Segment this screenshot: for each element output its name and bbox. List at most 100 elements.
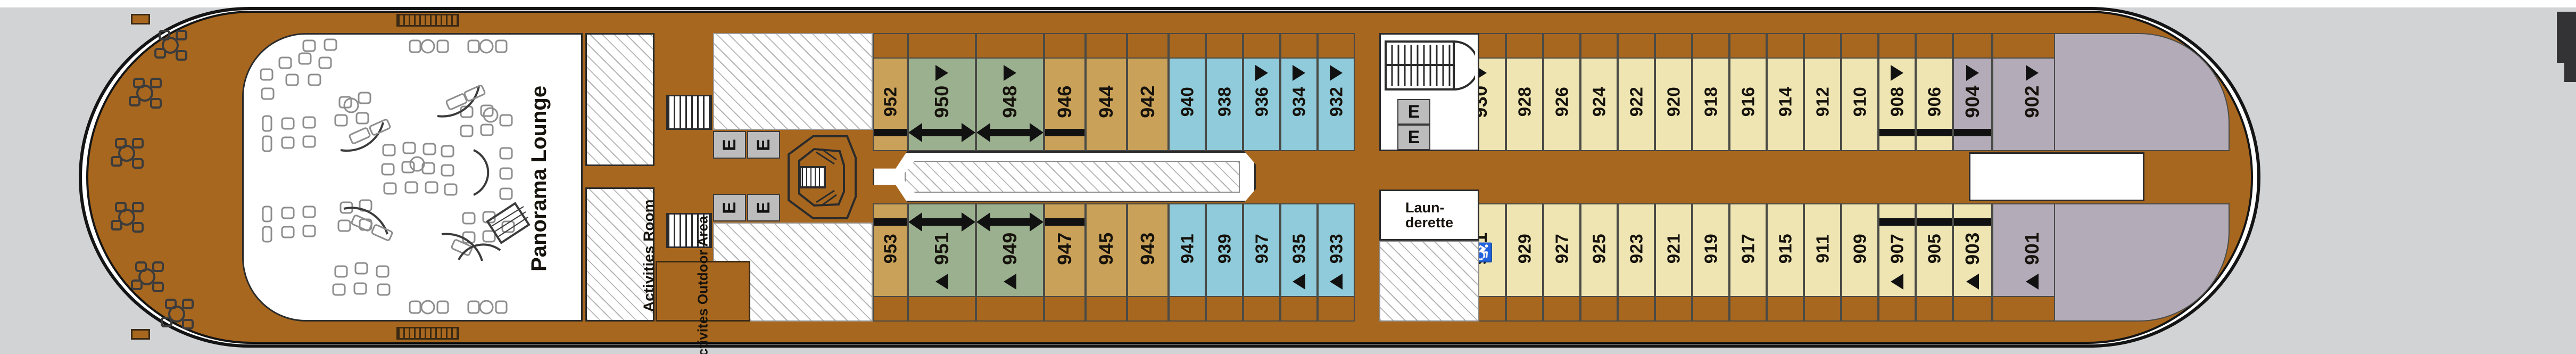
elevator-3[interactable]: E <box>713 194 746 221</box>
balcony-strip <box>1207 34 1242 59</box>
cabin-927[interactable]: 927 <box>1543 203 1580 322</box>
cabin-number-holder: 943 <box>1128 209 1167 289</box>
balcony-strip <box>1507 34 1542 59</box>
cabin-942[interactable]: 942 <box>1127 33 1169 151</box>
corridor-bow <box>1969 152 2144 201</box>
activities-outdoor-area: Activites Outdoor Area <box>656 216 750 354</box>
cabin-914[interactable]: 914 <box>1767 33 1804 151</box>
balcony-strip <box>909 34 975 59</box>
cabin-937[interactable]: 937 <box>1243 203 1280 322</box>
cabin-926[interactable]: 926 <box>1543 33 1580 151</box>
cabin-911[interactable]: 911 <box>1804 203 1841 322</box>
service-area-upper <box>713 33 873 130</box>
connecting-door-icon <box>874 218 907 226</box>
elevator-3-label: E <box>719 201 740 214</box>
cabin-921[interactable]: 921 <box>1655 203 1692 322</box>
cabin-945[interactable]: 945 <box>1086 203 1127 322</box>
cabin-905[interactable]: 905 <box>1916 203 1953 322</box>
cabin-number: 935 <box>1289 233 1308 264</box>
cabin-922[interactable]: 922 <box>1618 33 1655 151</box>
right-edge-marker-1 <box>2557 12 2576 63</box>
balcony-strip <box>1087 296 1126 320</box>
cabin-number-holder: 921 <box>1656 209 1691 289</box>
cabin-924[interactable]: 924 <box>1580 33 1618 151</box>
cabin-number-holder: 939 <box>1207 209 1242 289</box>
cabin-903[interactable]: 903 <box>1953 203 1992 322</box>
cabin-number: 946 <box>1053 85 1075 118</box>
cabin-number-holder: 909 <box>1842 209 1877 289</box>
cabin-944[interactable]: 944 <box>1086 33 1127 151</box>
balcony-strip <box>1730 34 1766 59</box>
elevator-1[interactable]: E <box>713 131 746 159</box>
cabin-number: 940 <box>1177 86 1197 117</box>
elevator-2[interactable]: E <box>747 131 780 159</box>
connecting-door-icon <box>977 123 1043 142</box>
cabin-number-holder: 945 <box>1087 209 1126 289</box>
elevator-4[interactable]: E <box>747 194 780 221</box>
cabin-947[interactable]: 947 <box>1044 203 1086 322</box>
cabin-number-holder: 925 <box>1581 209 1617 289</box>
balcony-strip <box>1805 34 1840 59</box>
cabin-907[interactable]: 907 <box>1878 203 1916 322</box>
cabin-number: 925 <box>1589 233 1609 264</box>
cabin-number: 924 <box>1589 86 1609 117</box>
cabin-933[interactable]: 933 <box>1318 203 1355 322</box>
cabin-936[interactable]: 936 <box>1243 33 1280 151</box>
top-margin <box>0 0 2576 7</box>
cabin-948[interactable]: 948 <box>976 33 1044 151</box>
cabin-935[interactable]: 935 <box>1280 203 1318 322</box>
cabin-number: 906 <box>1924 86 1944 117</box>
stairs-lower-icon <box>666 213 712 248</box>
balcony-strip <box>1917 34 1952 59</box>
outdoor-furniture-group <box>111 30 194 330</box>
cabin-number-holder: 938 <box>1207 62 1242 142</box>
cabin-909[interactable]: 909 <box>1841 203 1878 322</box>
cabin-number: 922 <box>1626 86 1646 117</box>
cabin-910[interactable]: 910 <box>1841 33 1878 151</box>
cabin-number: 916 <box>1738 86 1758 117</box>
balcony-strip <box>1170 296 1205 320</box>
cabin-904[interactable]: 904 <box>1953 33 1992 151</box>
launderette-label-line1: Laun- <box>1405 199 1445 216</box>
cabin-number-holder: 918 <box>1693 62 1728 142</box>
cabin-908[interactable]: 908 <box>1878 33 1916 151</box>
cabin-934[interactable]: 934 <box>1280 33 1318 151</box>
cabin-953[interactable]: 953 <box>873 203 908 322</box>
cabin-929[interactable]: 929 <box>1506 203 1543 322</box>
balcony-strip <box>1954 34 1991 59</box>
cabin-928[interactable]: 928 <box>1506 33 1543 151</box>
cabin-919[interactable]: 919 <box>1692 203 1729 322</box>
cabin-932[interactable]: 932 <box>1318 33 1355 151</box>
cabin-number: 926 <box>1552 86 1571 117</box>
cabin-916[interactable]: 916 <box>1729 33 1767 151</box>
balcony-strip <box>1768 34 1803 59</box>
cabin-912[interactable]: 912 <box>1804 33 1841 151</box>
cabin-number-holder: 941 <box>1170 209 1205 289</box>
railing-corner-top-icon <box>131 14 150 24</box>
balcony-strip <box>1207 296 1242 320</box>
cabin-918[interactable]: 918 <box>1692 33 1729 151</box>
cabin-939[interactable]: 939 <box>1206 203 1243 322</box>
cabin-906[interactable]: 906 <box>1916 33 1953 151</box>
cabin-923[interactable]: 923 <box>1618 203 1655 322</box>
balcony-strip <box>1619 34 1654 59</box>
panorama-lounge-room <box>242 33 583 322</box>
cabin-951[interactable]: 951 <box>908 203 976 322</box>
elevator-6[interactable]: E <box>1397 125 1430 150</box>
cabin-941[interactable]: 941 <box>1169 203 1206 322</box>
cabin-number: 950 <box>930 85 952 118</box>
spiral-stair-icon <box>788 135 857 219</box>
cabin-917[interactable]: 917 <box>1729 203 1767 322</box>
connecting-door-icon <box>1954 218 1991 226</box>
cabin-946[interactable]: 946 <box>1044 33 1086 151</box>
cabin-943[interactable]: 943 <box>1127 203 1169 322</box>
cabin-950[interactable]: 950 <box>908 33 976 151</box>
elevator-5[interactable]: E <box>1397 99 1430 125</box>
cabin-952[interactable]: 952 <box>873 33 908 151</box>
cabin-949[interactable]: 949 <box>976 203 1044 322</box>
cabin-938[interactable]: 938 <box>1206 33 1243 151</box>
cabin-920[interactable]: 920 <box>1655 33 1692 151</box>
cabin-915[interactable]: 915 <box>1767 203 1804 322</box>
cabin-940[interactable]: 940 <box>1169 33 1206 151</box>
cabin-925[interactable]: 925 <box>1580 203 1618 322</box>
